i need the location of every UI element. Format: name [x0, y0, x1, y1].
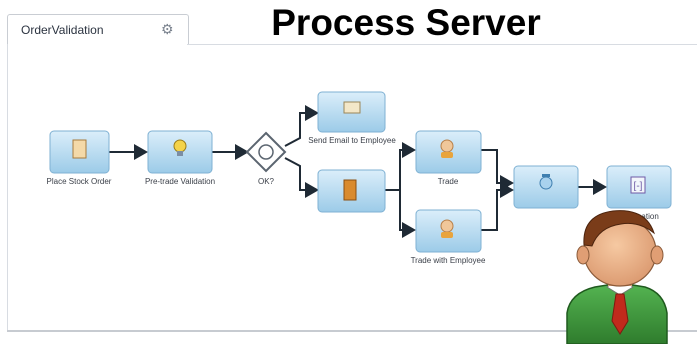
lightbulb-icon: [173, 139, 187, 156]
gateway-icon: [258, 144, 274, 160]
process-diagram-panel: [7, 44, 697, 331]
tab-divider: [187, 44, 697, 45]
gateway-label: OK?: [258, 177, 275, 186]
process-node-place-stock-order[interactable]: Place Stock Order: [47, 130, 112, 186]
notify-icon: [‑]: [630, 176, 646, 194]
tab-order-validation[interactable]: OrderValidation ⚙: [7, 14, 189, 45]
process-node-gateway[interactable]: OK?: [245, 131, 287, 186]
tab-order-validation-label: OrderValidation: [21, 23, 104, 37]
merge-icon: [539, 174, 553, 190]
process-node-trade-with-employee[interactable]: Trade with Employee: [411, 209, 486, 265]
node-label: Send Email to Employee: [308, 136, 396, 145]
document-icon: [72, 139, 87, 159]
process-node-send-email[interactable]: Send Email to Employee: [308, 91, 396, 145]
node-label: Trade with Employee: [411, 256, 486, 265]
process-node-door-task[interactable]: [317, 169, 386, 213]
user-avatar-icon: [566, 210, 668, 344]
page-title: Process Server: [271, 2, 541, 43]
svg-text:[‑]: [‑]: [634, 181, 643, 192]
user-task-icon: [440, 139, 454, 158]
gear-icon[interactable]: ⚙: [161, 21, 174, 37]
panel-bottom-border: [7, 330, 697, 332]
node-label: Place Stock Order: [47, 177, 112, 186]
node-label: Trade: [438, 177, 459, 186]
process-node-merge-task[interactable]: [513, 165, 579, 209]
user-task-icon: [440, 219, 454, 238]
door-icon: [343, 179, 357, 201]
email-icon: [343, 101, 361, 114]
process-node-trade[interactable]: Trade: [415, 130, 482, 186]
process-node-pre-trade-validation[interactable]: Pre-trade Validation: [145, 130, 215, 186]
node-label: Pre-trade Validation: [145, 177, 215, 186]
flow-connectors: [109, 105, 607, 238]
